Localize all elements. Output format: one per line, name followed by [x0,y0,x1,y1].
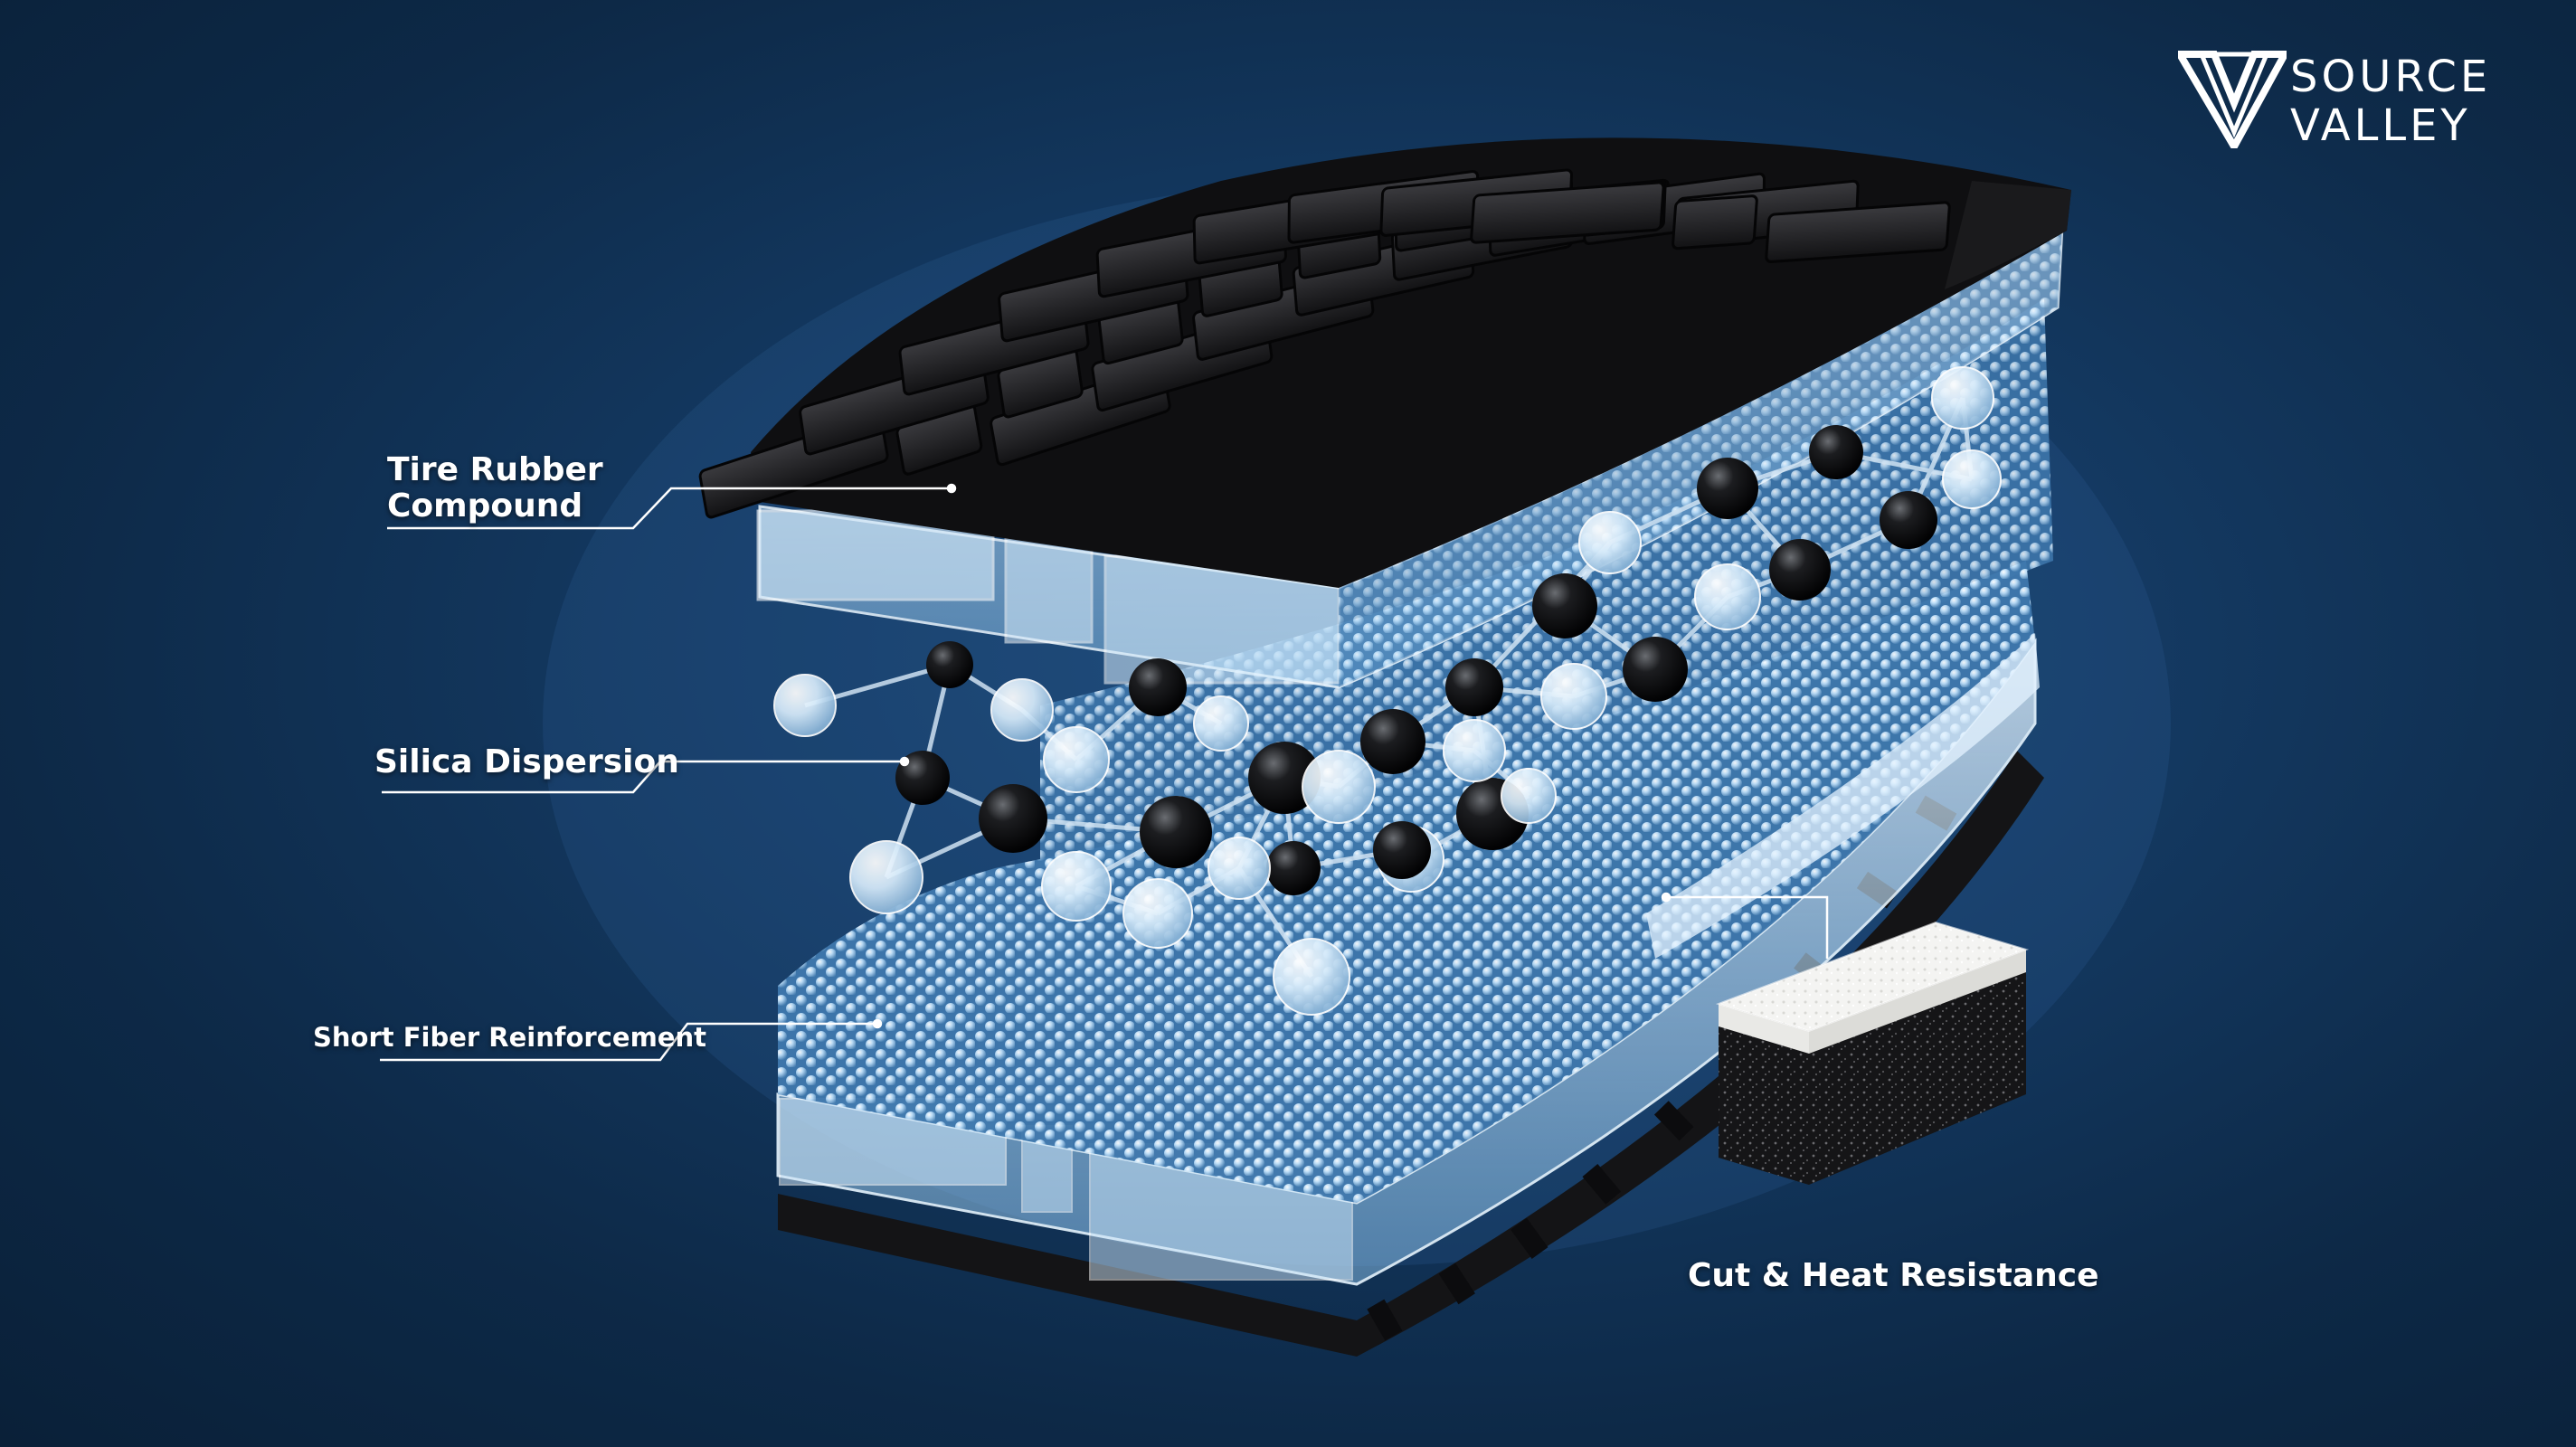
molecule-atoms [773,366,2002,1016]
carbon-atom [1769,539,1831,601]
silica-atom [1041,851,1112,922]
label-silica-dispersion: Silica Dispersion [374,743,679,780]
tread-block [1672,194,1758,251]
silica-atom [1578,511,1642,574]
silica-atom [1302,750,1376,824]
logo-wordmark: SOURCE VALLEY [2290,52,2491,150]
sample-block [1715,921,2030,1185]
carbon-atom [1140,796,1212,868]
label-short-fiber-reinforcement: Short Fiber Reinforcement [313,1022,706,1053]
carbon-atom [895,751,950,805]
carbon-atom [1809,425,1863,479]
carbon-atom [1129,658,1187,716]
carbon-atom [1532,573,1597,638]
logo-mark-icon [2178,51,2287,148]
silica-atom [1273,938,1350,1016]
carbon-atom [1697,458,1758,519]
silica-atom [1931,366,1994,430]
silica-atom [1694,563,1761,630]
silica-atom [1193,695,1249,752]
silica-atom [849,840,923,914]
tread-block [1470,181,1665,244]
label-tire-rubber-compound: Tire Rubber Compound [387,452,603,525]
logo-line1: SOURCE [2290,52,2492,102]
source-valley-logo: SOURCE VALLEY [2178,49,2513,157]
carbon-atom [1360,709,1425,774]
logo-line2: VALLEY [2290,100,2471,151]
leader-lines [380,483,1829,1062]
silica-atom [773,674,837,737]
carbon-atom [1248,742,1321,814]
silica-atom [1501,768,1557,824]
right-glass-edge [1646,633,2040,959]
carbon-atom [1266,841,1321,895]
silica-atom [1540,663,1607,730]
silica-atom [1043,726,1110,793]
label-tire-rubber-line1: Tire Rubber [387,451,603,488]
label-cut-heat-resistance: Cut & Heat Resistance [1688,1257,2099,1294]
tread-block [1765,201,1951,263]
carbon-atom [1445,658,1503,716]
silica-atom [1208,837,1271,900]
carbon-atom [926,641,973,688]
silica-atom [1122,878,1193,949]
carbon-atom [1373,821,1431,879]
label-tire-rubber-line2: Compound [387,487,583,525]
carbon-atom [1880,491,1937,549]
silica-atom [1443,719,1506,782]
silica-atom [990,678,1054,742]
silica-atom [1942,449,2002,509]
carbon-atom [1623,637,1688,702]
top-tread [698,137,2071,588]
carbon-atom [979,784,1047,853]
